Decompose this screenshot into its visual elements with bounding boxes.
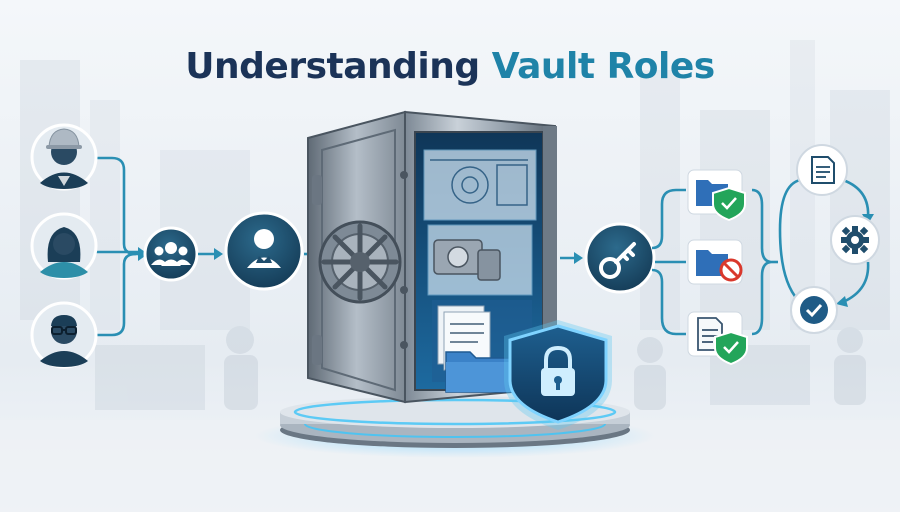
arrow-head: [214, 248, 223, 260]
machine-part-model: [433, 239, 501, 281]
folder-approved-icon: [687, 169, 746, 222]
arrow-head: [574, 252, 583, 264]
engineer-avatar-icon: [30, 123, 98, 191]
key-icon: [584, 222, 656, 294]
admin-crown-user-icon: [224, 211, 304, 291]
user-connectors: [95, 156, 142, 337]
folder-denied-icon: [687, 239, 743, 285]
padlock-shield-icon: [504, 320, 612, 430]
document-icon: [796, 144, 848, 196]
man-glasses-avatar-icon: [30, 301, 98, 369]
group-users-icon: [143, 226, 199, 282]
folder-icon: [445, 351, 513, 393]
workflow-cycle-arrows: [778, 178, 870, 304]
woman-avatar-icon: [30, 212, 98, 280]
title-part-2: Vault Roles: [491, 46, 716, 87]
arrow-head: [836, 296, 848, 307]
title-part-1: Understanding: [185, 46, 480, 87]
document-approved-icon: [687, 311, 748, 366]
page-title: Understanding Vault Roles: [0, 46, 900, 87]
vault-safe-icon: [307, 110, 557, 404]
permission-connectors: [651, 188, 686, 336]
check-icon: [790, 286, 838, 334]
arrow-head: [138, 247, 148, 261]
gear-icon: [830, 215, 880, 265]
